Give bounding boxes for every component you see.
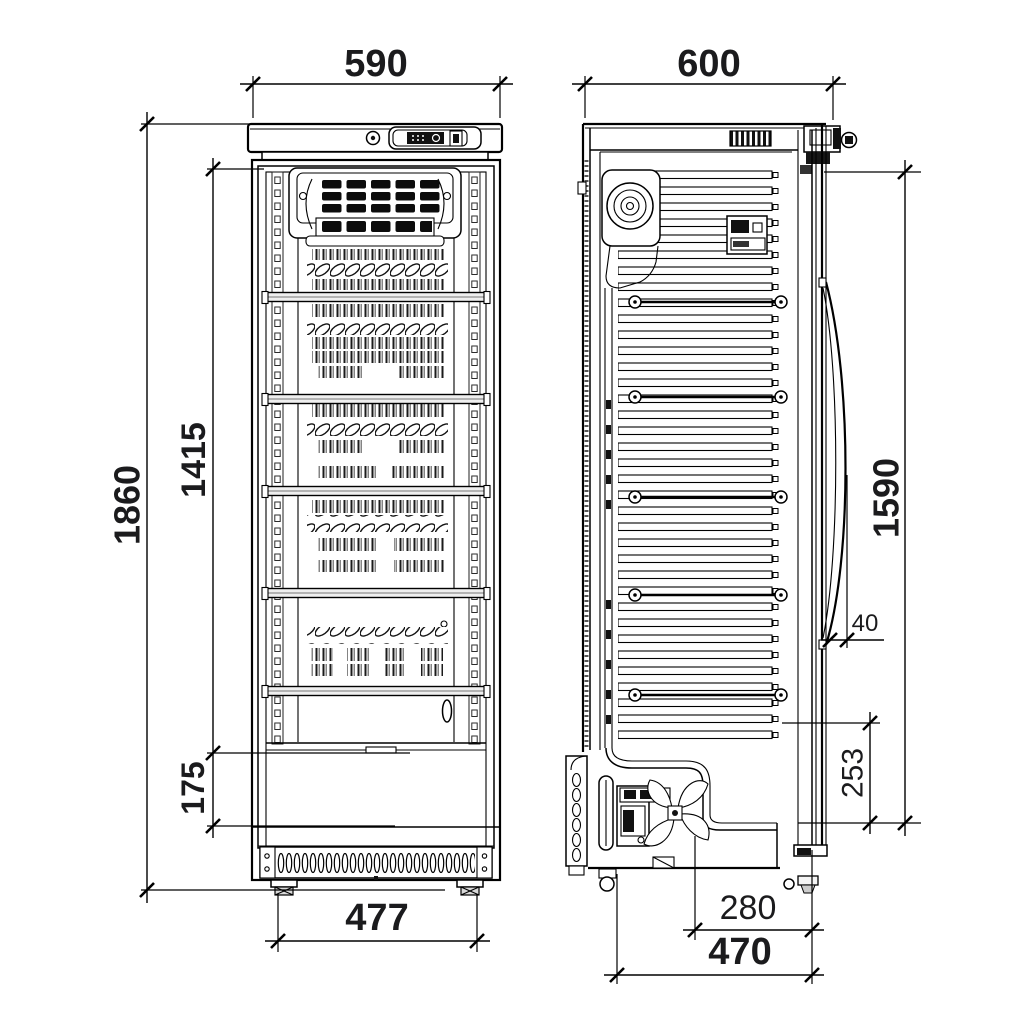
dimensions: 590 600 1860 1415 175 477 — [107, 43, 921, 984]
dim-handle-offset: 40 — [821, 475, 884, 648]
rear-duct — [604, 288, 613, 748]
dim-base-recess-height: 253 — [782, 712, 880, 834]
condenser — [598, 775, 614, 851]
side-view — [565, 122, 858, 894]
compressor-fan-icon — [643, 779, 710, 847]
dim-label-477: 477 — [345, 897, 408, 939]
lock-icon — [365, 130, 381, 146]
control-panel — [388, 126, 482, 150]
front-feet — [270, 879, 484, 896]
thermostat-box — [726, 215, 768, 255]
front-shelf-bars — [261, 290, 491, 699]
digital-display — [407, 132, 444, 144]
side-foot-right — [783, 875, 819, 894]
dim-label-40: 40 — [852, 610, 879, 637]
dim-label-1860: 1860 — [107, 465, 148, 545]
top-vent-block — [729, 130, 772, 147]
dim-label-1590: 1590 — [866, 458, 907, 538]
front-base-section — [252, 699, 500, 847]
door-hinge-top — [800, 125, 858, 174]
door-hinge-bottom — [793, 844, 828, 857]
front-top-cap — [246, 122, 504, 169]
dim-feet-depth-overall: 470 — [604, 874, 824, 984]
front-ventilation-grille — [259, 846, 493, 880]
rear-wall-fins — [618, 170, 779, 746]
dim-front-feet-width: 477 — [265, 894, 490, 952]
dim-side-top-depth: 600 — [572, 43, 846, 120]
dim-label-590: 590 — [344, 43, 407, 85]
machine-compartment — [565, 747, 819, 894]
dim-side-door-height: 1590 — [798, 160, 921, 836]
dim-front-top-width: 590 — [240, 43, 513, 118]
front-view — [246, 122, 504, 896]
front-evaporator-unit — [288, 167, 462, 247]
rear-grille-panel — [565, 755, 588, 876]
door-handle-recess — [441, 699, 453, 723]
side-shell — [577, 122, 826, 752]
dim-feet-depth-inner: 280 — [683, 836, 824, 984]
dim-front-interior-height: 1415 175 — [175, 158, 410, 838]
dim-label-470: 470 — [708, 931, 771, 973]
dim-label-1415: 1415 — [175, 422, 213, 498]
side-shelf-rods — [628, 295, 788, 702]
power-switch — [449, 130, 463, 147]
fan-icon — [606, 182, 654, 230]
side-door — [793, 124, 847, 857]
dim-label-280: 280 — [720, 889, 777, 927]
dim-label-253: 253 — [837, 748, 870, 798]
dim-front-overall-height: 1860 — [107, 112, 445, 903]
caster-wheel-icon — [598, 868, 617, 892]
front-bottle-rows — [307, 249, 448, 676]
fan-unit — [601, 169, 661, 289]
front-foot-left — [270, 879, 298, 896]
front-foot-right — [456, 879, 484, 896]
dim-label-600: 600 — [677, 43, 740, 85]
dim-label-175: 175 — [175, 761, 211, 814]
